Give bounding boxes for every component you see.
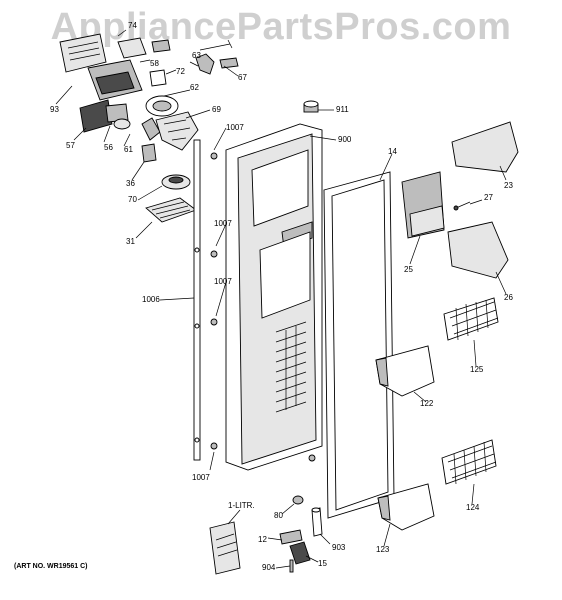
callout-80: 80 (274, 511, 283, 520)
callout-25: 25 (404, 265, 413, 274)
callout-26: 26 (504, 293, 513, 302)
callout-56: 56 (104, 143, 113, 152)
callout-125: 125 (470, 365, 484, 374)
callout-1007-b: 1007 (214, 219, 232, 228)
callout-93: 93 (50, 105, 59, 114)
callout-63: 63 (192, 51, 201, 60)
door-assembly-part (225, 100, 323, 471)
callout-58: 58 (150, 59, 159, 68)
callout-900: 900 (338, 135, 352, 144)
callout-1007-c: 1007 (214, 277, 232, 286)
callout-69: 69 (212, 105, 221, 114)
callout-23: 23 (504, 181, 513, 190)
dispenser-housing-part (59, 33, 239, 223)
callout-57: 57 (66, 141, 75, 150)
bottom-small-parts (209, 495, 323, 575)
callout-1006: 1006 (142, 295, 160, 304)
callout-27: 27 (484, 193, 493, 202)
leader-lines (55, 29, 507, 569)
callout-74: 74 (128, 21, 137, 30)
door-shelf-ribs (275, 321, 307, 413)
callout-1-litr: 1-LITR. (228, 501, 255, 510)
callout-61: 61 (124, 145, 133, 154)
callout-1007-a: 1007 (226, 123, 244, 132)
callout-124: 124 (466, 503, 480, 512)
callout-14: 14 (388, 147, 397, 156)
callout-903: 903 (332, 543, 346, 552)
callout-15: 15 (318, 559, 327, 568)
callout-labels: 74 58 72 63 67 62 93 69 57 56 61 36 70 3… (14, 21, 513, 572)
callout-36: 36 (126, 179, 135, 188)
callout-911: 911 (336, 105, 349, 114)
callout-122: 122 (420, 399, 434, 408)
hinge-rod-part (193, 139, 218, 461)
art-number: (ART NO. WR19561 C) (14, 563, 88, 570)
callout-123: 123 (376, 545, 390, 554)
door-gasket-part (323, 171, 395, 519)
callout-70: 70 (128, 195, 137, 204)
callout-72: 72 (176, 67, 185, 76)
callout-31: 31 (126, 237, 135, 246)
callout-1007-d: 1007 (192, 473, 210, 482)
callout-12: 12 (258, 535, 267, 544)
callout-904: 904 (262, 563, 276, 572)
callout-67: 67 (238, 73, 247, 82)
callout-62: 62 (190, 83, 199, 92)
door-bins-part (375, 121, 519, 531)
